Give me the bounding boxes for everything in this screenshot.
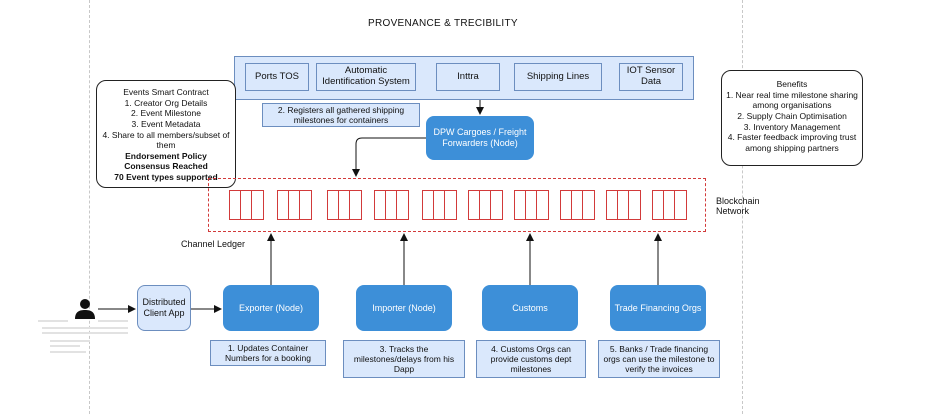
ledger-block bbox=[560, 190, 595, 220]
smart-contract-line: 2. Event Milestone bbox=[131, 108, 201, 119]
ledger-block bbox=[652, 190, 687, 220]
ledger-block bbox=[606, 190, 641, 220]
benefit-item: 1. Near real time milestone sharing amon… bbox=[726, 89, 858, 111]
source-ports-tos: Ports TOS bbox=[245, 63, 309, 91]
register-milestones-note: 2. Registers all gathered shipping miles… bbox=[262, 103, 420, 127]
ledger-block bbox=[514, 190, 549, 220]
customs-node[interactable]: Customs bbox=[482, 285, 578, 331]
smart-contract-line: 4. Share to all members/subset of them bbox=[102, 129, 230, 151]
importer-node[interactable]: Importer (Node) bbox=[356, 285, 452, 331]
benefits-box: Benefits 1. Near real time milestone sha… bbox=[721, 70, 863, 166]
source-iot-sensor: IOT Sensor Data bbox=[619, 63, 683, 91]
ledger-block bbox=[277, 190, 312, 220]
benefit-item: 3. Inventory Management bbox=[743, 121, 841, 132]
event-types-line: 70 Event types supported bbox=[114, 172, 218, 182]
page-guide-left bbox=[89, 0, 90, 414]
smart-contract-line: 3. Event Metadata bbox=[131, 118, 201, 129]
blockchain-network-label: Blockchain Network bbox=[716, 196, 760, 217]
trade-financing-node[interactable]: Trade Financing Orgs bbox=[610, 285, 706, 331]
arrow-dpw-to-network bbox=[352, 137, 426, 177]
benefit-item: 2. Supply Chain Optimisation bbox=[737, 110, 847, 121]
channel-ledger-label: Channel Ledger bbox=[181, 239, 246, 249]
benefit-item: 4. Faster feedback improving trust among… bbox=[727, 132, 857, 153]
blockchain-network-area bbox=[208, 178, 706, 232]
page-guide-right bbox=[742, 0, 743, 414]
smart-contract-line: 1. Creator Org Details bbox=[124, 97, 208, 108]
distributed-client-app[interactable]: Distributed Client App bbox=[137, 285, 191, 331]
ledger-block bbox=[229, 190, 264, 220]
dpw-cargoes-node[interactable]: DPW Cargoes / Freight Forwarders (Node) bbox=[426, 116, 534, 160]
importer-note: 3. Tracks the milestones/delays from his… bbox=[343, 340, 465, 378]
events-smart-contract-box: Events Smart Contract 1. Creator Org Det… bbox=[96, 80, 236, 188]
app-screenshot-thumbnail bbox=[38, 318, 132, 354]
consensus-line: Consensus Reached bbox=[124, 161, 208, 172]
exporter-node[interactable]: Exporter (Node) bbox=[223, 285, 319, 331]
exporter-note: 1. Updates Container Numbers for a booki… bbox=[210, 340, 326, 366]
ledger-block bbox=[327, 190, 362, 220]
diagram-title: PROVENANCE & TRECIBILITY bbox=[368, 18, 518, 29]
ledger-block bbox=[422, 190, 457, 220]
trade-financing-note: 5. Banks / Trade financing orgs can use … bbox=[598, 340, 720, 378]
benefits-title: Benefits bbox=[776, 79, 808, 89]
ledger-block bbox=[468, 190, 503, 220]
ledger-block bbox=[374, 190, 409, 220]
customs-note: 4. Customs Orgs can provide customs dept… bbox=[476, 340, 586, 378]
source-shipping-lines: Shipping Lines bbox=[514, 63, 602, 91]
smart-contract-line: Events Smart Contract bbox=[123, 87, 209, 97]
person-icon bbox=[74, 298, 96, 320]
endorsement-policy-line: Endorsement Policy bbox=[125, 150, 207, 161]
source-ais: Automatic Identification System bbox=[316, 63, 416, 91]
source-inttra: Inttra bbox=[436, 63, 500, 91]
